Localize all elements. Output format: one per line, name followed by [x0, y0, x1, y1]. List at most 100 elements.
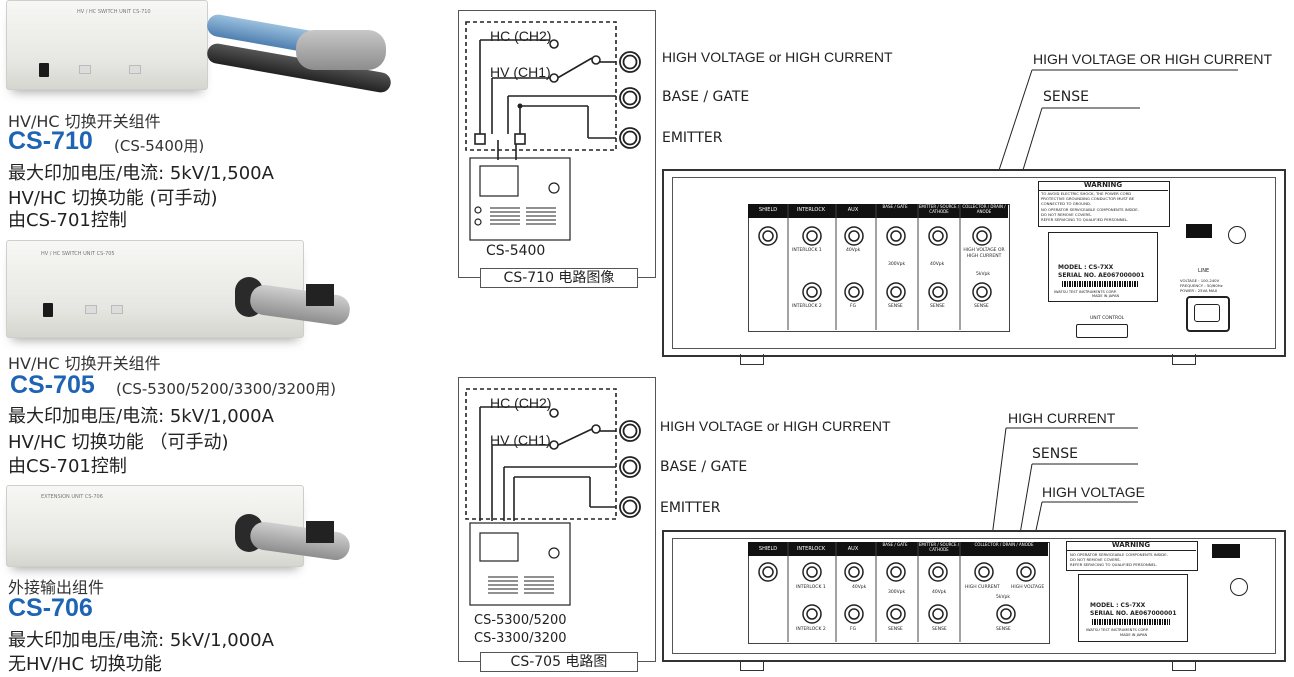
- foot: [1172, 354, 1196, 365]
- foot: [1172, 660, 1196, 671]
- instrument-label: CS-5400: [486, 243, 546, 259]
- ground-terminal-icon: [1228, 226, 1246, 244]
- jack-label: 300Vpk: [888, 262, 906, 267]
- device-label: EXTENSION UNIT CS-706: [41, 494, 103, 500]
- cable-plug: [306, 284, 334, 306]
- made-in: MADE IN JAPAN: [1120, 633, 1148, 637]
- jack-label: SENSE: [996, 627, 1011, 632]
- product-category: 外接输出组件: [8, 578, 105, 597]
- port-label-hv-hc: HIGH VOLTAGE or HIGH CURRENT: [660, 418, 891, 434]
- warning-line: DO NOT REMOVE COVERS.: [1070, 557, 1121, 562]
- warning-line: NO OPERATOR SERVICEABLE COMPONENTS INSID…: [1070, 552, 1168, 557]
- jack-label: 40Vpk: [846, 248, 861, 253]
- hc-label: HC (CH2): [490, 28, 552, 44]
- power-switch: [43, 303, 53, 317]
- product-compat: (CS-5300/5200/3300/3200用): [116, 380, 336, 398]
- terminal-header: BASE / GATE: [882, 204, 908, 209]
- terminal-header-bar: [748, 542, 1048, 556]
- warning-label: [1066, 541, 1198, 571]
- jack-label: 300Vpk: [888, 590, 906, 595]
- warning-line: NO OPERATOR SERVICEABLE COMPONENTS INSID…: [1041, 207, 1139, 212]
- callout-high-voltage: HIGH VOLTAGE: [1042, 484, 1145, 500]
- terminal-jacks: [758, 204, 992, 330]
- port-label-base-gate: BASE / GATE: [660, 459, 748, 475]
- device-label: HV / HC SWITCH UNIT CS-710: [77, 9, 151, 15]
- nameplate: [1078, 574, 1188, 642]
- maker: IWATSU TEST INSTRUMENTS CORP.: [1086, 628, 1149, 632]
- hv-label: HV (CH1): [490, 432, 551, 448]
- cable: [296, 30, 386, 70]
- port-label-emitter: EMITTER: [660, 500, 721, 516]
- warning-title: WARNING: [1038, 181, 1168, 191]
- jack-label: SENSE: [932, 627, 947, 632]
- model-line: MODEL : CS-7XX: [1058, 264, 1114, 271]
- indicator: [111, 305, 123, 314]
- port-label-emitter: EMITTER: [662, 130, 723, 146]
- foot: [740, 354, 764, 365]
- product-spec-line: HV/HC 切换功能 (可手动): [8, 188, 218, 209]
- jack-label: SENSE: [930, 304, 945, 309]
- jack-label: FG: [850, 627, 857, 632]
- warning-line: CONNECTED TO GROUND.: [1041, 201, 1092, 206]
- product-photo-cs705: HV / HC SWITCH UNIT CS-705: [6, 240, 390, 340]
- callout-sense: SENSE: [1043, 89, 1089, 105]
- hc-label: HC (CH2): [490, 395, 552, 411]
- diagram-caption: CS-705 电路图: [480, 652, 638, 672]
- terminal-header: SHIELD: [758, 207, 778, 213]
- product-spec-line: 最大印加电压/电流: 5kV/1,000A: [8, 406, 274, 427]
- terminal-header: COLLECTOR / DRAIN / ANODE: [974, 542, 1034, 547]
- product-category: HV/HC 切换开关组件: [8, 112, 161, 131]
- terminal-header: EMITTER / SOURCE / CATHODE: [918, 542, 960, 552]
- indicator: [79, 65, 91, 74]
- power-switch: [39, 63, 49, 77]
- product-spec-line: 由CS-701控制: [8, 210, 127, 231]
- made-in: MADE IN JAPAN: [1092, 294, 1120, 298]
- product-spec-line: HV/HC 切换功能 （可手动): [8, 432, 229, 453]
- terminal-header: INTERLOCK: [796, 207, 826, 213]
- jack-label: INTERLOCK 1: [792, 248, 822, 253]
- terminal-header: EMITTER / SOURCE / CATHODE: [918, 204, 960, 214]
- power-spec: VOLTAGE : 100-240V: [1180, 278, 1220, 283]
- jack-label: HIGH CURRENT: [965, 585, 1000, 590]
- indicator: [85, 305, 97, 314]
- warning-label: [1038, 181, 1170, 227]
- barcode: [1062, 281, 1138, 287]
- warning-line: REFER SERVICING TO QUALIFIED PERSONNEL.: [1041, 217, 1129, 222]
- ground-terminal-icon: [1230, 578, 1248, 596]
- product-model: CS-710: [8, 127, 93, 155]
- product-photo-cs710: HV / HC SWITCH UNIT CS-710: [6, 0, 393, 104]
- warning-line: PROTECTIVE GROUNDING CONDUCTOR MUST BE: [1041, 196, 1135, 201]
- terminal-header: AUX: [847, 207, 859, 213]
- jack-label: 40Vpk: [852, 585, 867, 590]
- hv-label: HV (CH1): [490, 64, 551, 80]
- terminal-header: AUX: [847, 546, 859, 552]
- jack-label: INTERLOCK 2: [796, 627, 826, 632]
- power-inlet-socket: [1194, 304, 1220, 322]
- iwatsu-badge: [1212, 544, 1240, 558]
- warning-title: WARNING: [1066, 541, 1196, 551]
- product-model: CS-705: [10, 371, 95, 399]
- circuit-diagram-wiring: [465, 388, 641, 606]
- barcode: [1092, 619, 1170, 625]
- port-label-hv-hc: HIGH VOLTAGE or HIGH CURRENT: [662, 49, 893, 65]
- jack-label: HIGH VOLTAGE OR HIGH CURRENT: [963, 248, 1005, 259]
- line-label: LINE: [1198, 268, 1210, 274]
- model-line: MODEL : CS-7XX: [1090, 602, 1146, 609]
- jack-label: 5kVpk: [976, 272, 991, 277]
- jack-label: INTERLOCK 1: [796, 585, 826, 590]
- unit-control-connector: [1076, 324, 1128, 338]
- jack-label: 5kVpk: [996, 595, 1011, 600]
- jack-label: FG: [850, 304, 857, 309]
- jack-label: 40Vpk: [930, 262, 945, 267]
- jack-label: SENSE: [888, 304, 903, 309]
- circuit-diagram-wiring: [465, 21, 641, 241]
- iwatsu-badge: [1186, 224, 1212, 238]
- indicator: [129, 65, 141, 74]
- unit-control-label: UNIT CONTROL: [1090, 316, 1125, 321]
- product-compat: (CS-5400用): [114, 137, 205, 155]
- device-label: HV / HC SWITCH UNIT CS-705: [41, 251, 115, 257]
- jack-label: SENSE: [974, 304, 989, 309]
- maker: IWATSU TEST INSTRUMENTS CORP.: [1054, 290, 1117, 294]
- foot: [740, 660, 764, 671]
- terminal-header: INTERLOCK: [796, 546, 826, 552]
